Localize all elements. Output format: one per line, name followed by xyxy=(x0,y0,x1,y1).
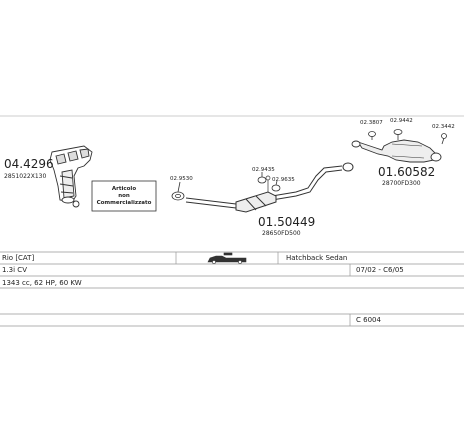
car-body-icon xyxy=(207,252,247,264)
legend-line-2: non xyxy=(118,193,130,199)
legend-line-3: Commercializzato xyxy=(97,200,152,206)
center-pipe-part-code: 01.50449 xyxy=(258,215,315,229)
table-catalog-code: C 6004 xyxy=(356,316,381,324)
gasket-c-code: 02.9635 xyxy=(272,177,295,183)
gasket-a xyxy=(171,181,185,201)
gasket-d-code: 02.3807 xyxy=(360,120,383,126)
rear-silencer-oem-code: 28700FD300 xyxy=(382,180,421,187)
gasket-c xyxy=(271,180,281,192)
rear-silencer xyxy=(351,139,442,163)
application-table xyxy=(0,251,464,327)
table-engine: 1.3i CV xyxy=(2,266,27,274)
table-body-type: Hatchback Sedan xyxy=(286,254,348,262)
center-pipe-oem-code: 28650FD500 xyxy=(262,230,301,237)
table-years: 07/02 - C6/05 xyxy=(356,266,404,274)
rear-silencer-part-code: 01.60582 xyxy=(378,165,435,179)
gasket-a-code: 02.9530 xyxy=(170,176,193,182)
gasket-b-code: 02.9435 xyxy=(252,167,275,173)
manifold-part-code: 04.4296 xyxy=(4,157,54,171)
gasket-f xyxy=(441,133,447,145)
legend-not-sold-box xyxy=(91,180,157,212)
gasket-d xyxy=(368,131,376,140)
legend-line-1: Articolo xyxy=(112,186,136,192)
gasket-e xyxy=(393,129,403,140)
manifold-oem-code: 2851022X130 xyxy=(4,173,46,180)
center-pipe xyxy=(185,162,354,213)
gasket-b xyxy=(257,172,267,184)
gasket-e-code: 02.9442 xyxy=(390,118,413,124)
gasket-f-code: 02.3442 xyxy=(432,124,455,130)
table-model: Rio [CAT] xyxy=(2,254,35,262)
exhaust-manifold xyxy=(49,145,93,208)
table-specs: 1343 cc, 62 HP, 60 KW xyxy=(2,279,82,287)
